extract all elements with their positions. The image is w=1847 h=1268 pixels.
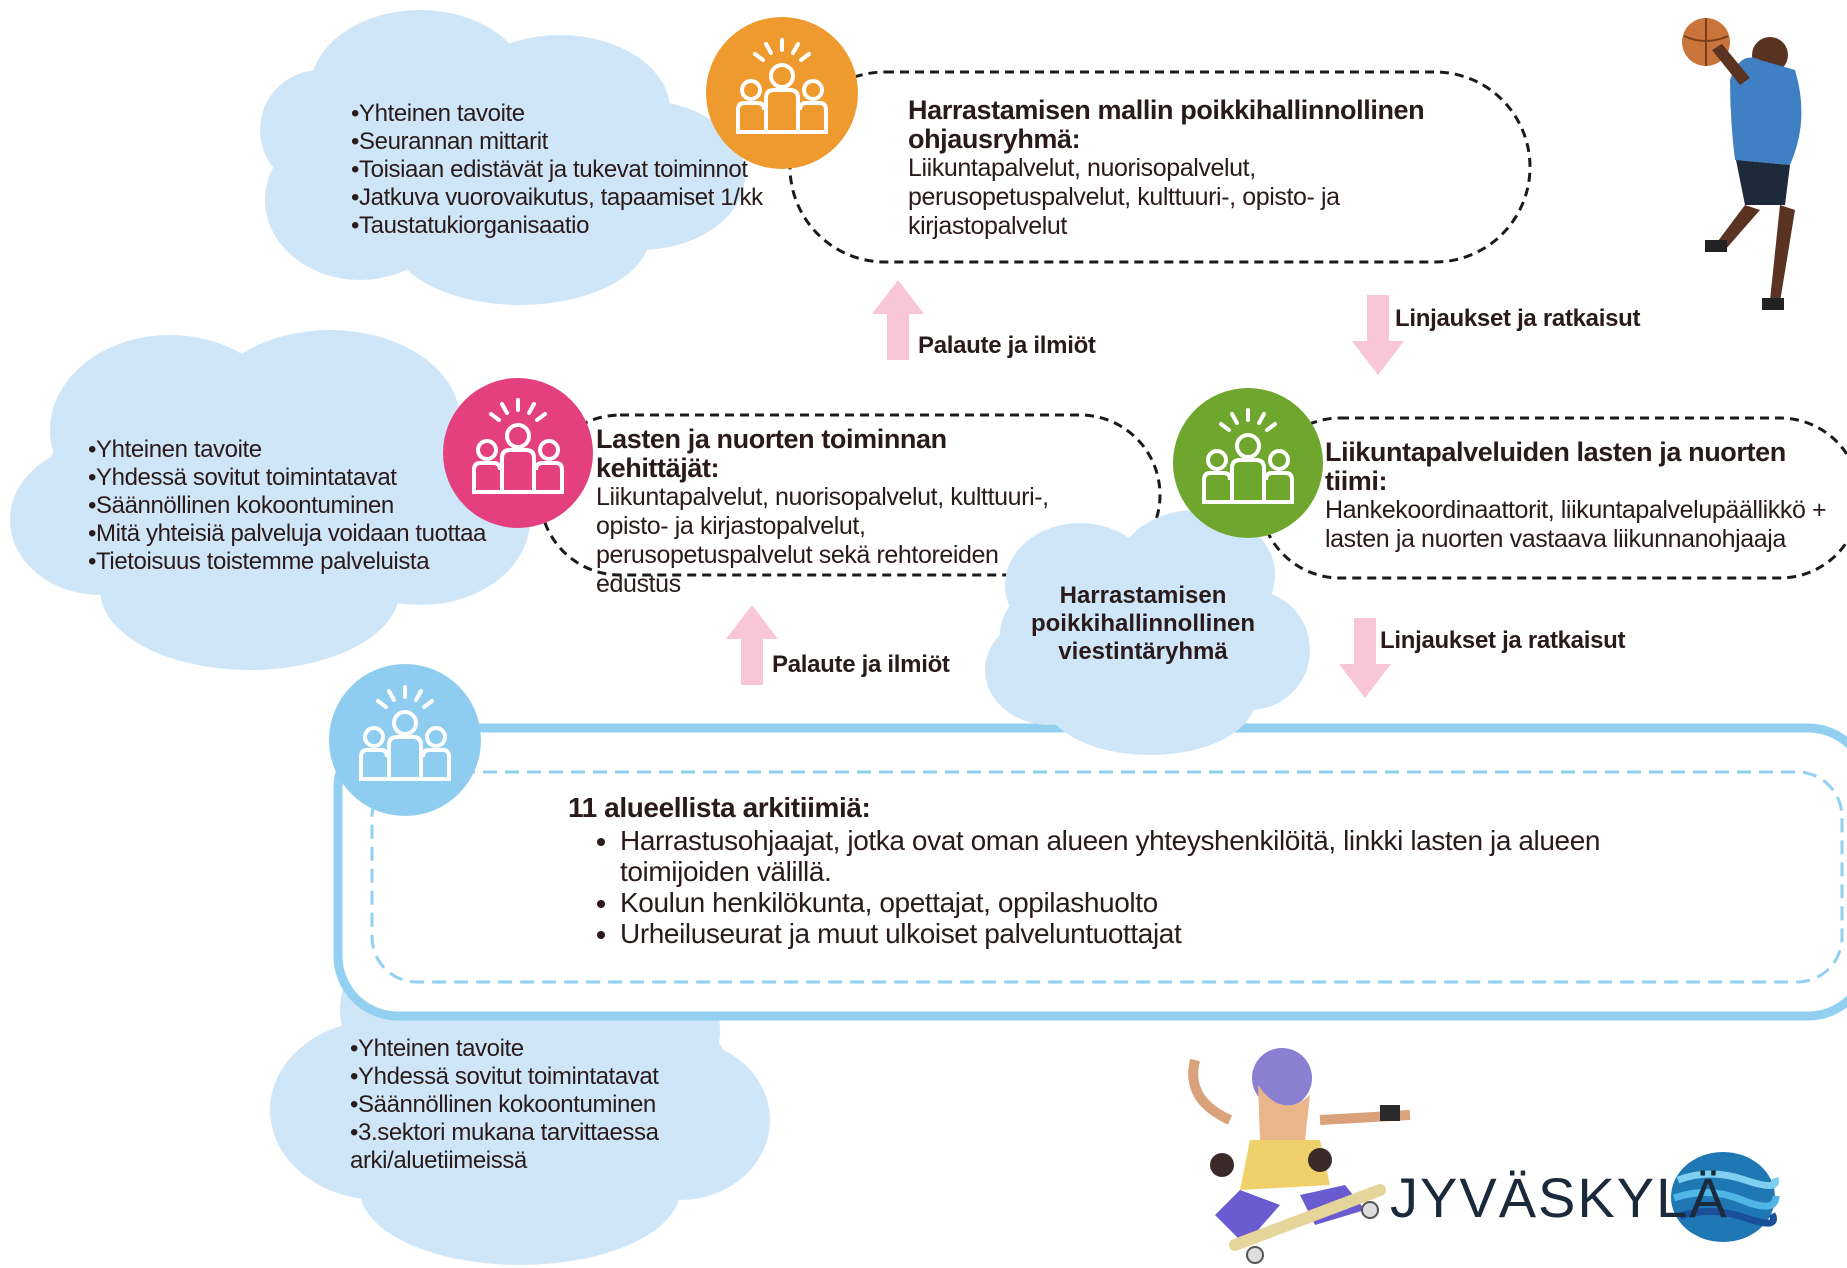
steering-group-title: Harrastamisen mallin poikkihallinnolline… [908,95,1425,154]
regional-teams-text: 11 alueellista arkitiimiä: Harrastusohja… [568,792,1658,949]
developers-title: Lasten ja nuorten toiminnan kehittäjät: [596,424,947,483]
regional-teams-list: Harrastusohjaajat, jotka ovat oman aluee… [568,825,1658,949]
sports-team-body: Hankekoordinaattorit, liikuntapalvelupää… [1325,496,1827,553]
steering-group-text: Harrastamisen mallin poikkihallinnolline… [908,96,1468,241]
arrow-label-feedback: Palaute ja ilmiöt [772,651,950,678]
steering-group-body: Liikuntapalvelut, nuorisopalvelut, perus… [908,154,1340,240]
list-item: Yhdessä sovitut toimintatavat [88,464,486,492]
list-item: Jatkuva vuorovaikutus, tapaamiset 1/kk [351,184,763,212]
list-item: Yhdessä sovitut toimintatavat [350,1063,670,1091]
communication-group-label: Harrastamisen poikkihallinnollinen viest… [1030,582,1255,665]
arrow-up-icon [726,605,778,685]
list-item: Urheiluseurat ja muut ulkoiset palvelunt… [620,918,1658,949]
cloud-center [985,510,1310,755]
arrow-label-policies: Linjaukset ja ratkaisut [1395,305,1641,332]
list-item: Toisiaan edistävät ja tukevat toiminnot [351,156,763,184]
team-icon-green [1173,388,1323,538]
list-item: Yhteinen tavoite [88,436,486,464]
list-item: Harrastusohjaajat, jotka ovat oman aluee… [620,825,1658,887]
list-item: Säännöllinen kokoontuminen [350,1091,670,1119]
arrow-label-feedback: Palaute ja ilmiöt [918,332,1096,359]
list-item: Yhteinen tavoite [351,100,763,128]
team-icon-lightblue [329,664,481,816]
list-item: Säännöllinen kokoontuminen [88,492,486,520]
list-item: Tietoisuus toistemme palveluista [88,548,486,576]
cloud-top-list: Yhteinen tavoite Seurannan mittarit Tois… [351,100,763,240]
sports-team-title: Liikuntapalveluiden lasten ja nuorten ti… [1325,437,1786,496]
arrow-up-icon [872,280,924,360]
jyvaskyla-wave-logo [1671,1152,1780,1242]
developers-text: Lasten ja nuorten toiminnan kehittäjät: … [596,425,1066,599]
list-item: 3.sektori mukana tarvittaessa arki/aluet… [350,1119,670,1175]
list-item: Taustatukiorganisaatio [351,212,763,240]
skateboarder-illustration [1188,1048,1411,1264]
cloud-bottom-list: Yhteinen tavoite Yhdessä sovitut toimint… [350,1035,670,1175]
cloud-middle-list: Yhteinen tavoite Yhdessä sovitut toimint… [88,436,486,576]
jyvaskyla-logo-text: JYVÄSKYLÄ [1390,1166,1729,1229]
basketball-player-illustration [1682,18,1802,310]
sports-team-text: Liikuntapalveluiden lasten ja nuorten ti… [1325,438,1835,554]
arrow-label-policies: Linjaukset ja ratkaisut [1380,627,1626,654]
list-item: Seurannan mittarit [351,128,763,156]
list-item: Koulun henkilökunta, opettajat, oppilash… [620,887,1658,918]
list-item: Yhteinen tavoite [350,1035,670,1063]
list-item: Mitä yhteisiä palveluja voidaan tuottaa [88,520,486,548]
regional-teams-title: 11 alueellista arkitiimiä: [568,792,871,823]
developers-body: Liikuntapalvelut, nuorisopalvelut, kultt… [596,483,1049,598]
